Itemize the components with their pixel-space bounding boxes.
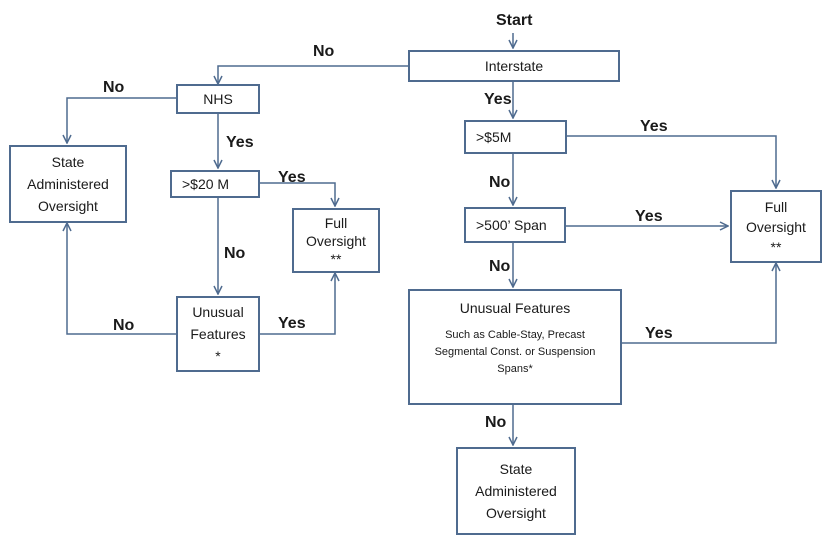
arrow-unusual-right-yes bbox=[622, 263, 776, 344]
unusual-features-right-box: Unusual Features Such as Cable-Stay, Pre… bbox=[408, 289, 622, 405]
gt20m-label: >$20 M bbox=[182, 176, 230, 192]
label-gt20m-yes: Yes bbox=[278, 169, 306, 186]
arrow-unusual-left-yes bbox=[260, 273, 335, 335]
unusual-left-line-1: Unusual bbox=[192, 304, 244, 320]
label-gt20m-no: No bbox=[224, 245, 246, 262]
gt20m-box: >$20 M bbox=[170, 170, 260, 198]
gt500-label: >500’ Span bbox=[476, 217, 547, 233]
state-oversight-left-box: State Administered Oversight bbox=[9, 145, 127, 223]
label-gt5m-yes: Yes bbox=[640, 118, 668, 135]
gt5m-label: >$5M bbox=[476, 129, 512, 145]
state-bottom-line-1: State bbox=[499, 461, 533, 477]
unusual-right-detail-3: Spans* bbox=[497, 363, 533, 375]
full-mid-line-1: Full bbox=[324, 214, 348, 231]
label-unusual-right-yes: Yes bbox=[645, 325, 673, 342]
unusual-left-line-3: * bbox=[215, 348, 221, 364]
gt500-box: >500’ Span bbox=[464, 207, 566, 243]
label-interstate-yes: Yes bbox=[484, 91, 512, 108]
interstate-box: Interstate bbox=[408, 50, 620, 82]
state-left-line-3: Oversight bbox=[38, 198, 98, 214]
label-gt500-no: No bbox=[489, 258, 511, 275]
unusual-features-left-box: Unusual Features * bbox=[176, 296, 260, 372]
unusual-right-title: Unusual Features bbox=[459, 300, 571, 316]
label-nhs-yes: Yes bbox=[226, 134, 254, 151]
label-gt5m-no: No bbox=[489, 174, 511, 191]
label-nhs-no: No bbox=[103, 79, 125, 96]
arrow-gt20m-yes bbox=[260, 182, 335, 206]
full-right-line-3: ** bbox=[770, 238, 782, 255]
arrow-nhs-no bbox=[67, 97, 176, 143]
label-interstate-no: No bbox=[313, 43, 335, 60]
state-left-line-1: State bbox=[51, 154, 85, 170]
gt5m-box: >$5M bbox=[464, 120, 567, 154]
arrow-unusual-left-no bbox=[67, 223, 176, 335]
full-right-line-2: Oversight bbox=[746, 218, 806, 235]
state-bottom-line-2: Administered bbox=[475, 483, 557, 499]
arrow-interstate-no bbox=[218, 65, 408, 84]
full-oversight-right-box: Full Oversight ** bbox=[730, 190, 822, 263]
unusual-left-line-2: Features bbox=[190, 326, 246, 342]
label-unusual-right-no: No bbox=[485, 414, 507, 431]
label-gt500-yes: Yes bbox=[635, 208, 663, 225]
full-oversight-mid-box: Full Oversight ** bbox=[292, 208, 380, 273]
start-label: Start bbox=[496, 12, 533, 29]
label-unusual-left-no: No bbox=[113, 317, 135, 334]
nhs-box: NHS bbox=[176, 84, 260, 114]
state-oversight-bottom-box: State Administered Oversight bbox=[456, 447, 576, 535]
full-mid-line-2: Oversight bbox=[306, 232, 366, 249]
nhs-label: NHS bbox=[203, 91, 233, 107]
state-left-line-2: Administered bbox=[27, 176, 109, 192]
full-right-line-1: Full bbox=[764, 198, 788, 215]
label-unusual-left-yes: Yes bbox=[278, 315, 306, 332]
full-mid-line-3: ** bbox=[330, 250, 342, 267]
state-bottom-line-3: Oversight bbox=[486, 505, 546, 521]
arrow-gt5m-yes bbox=[567, 135, 776, 188]
interstate-label: Interstate bbox=[484, 58, 544, 74]
unusual-right-detail-1: Such as Cable-Stay, Precast bbox=[445, 329, 585, 341]
unusual-right-detail-2: Segmental Const. or Suspension bbox=[434, 346, 596, 358]
